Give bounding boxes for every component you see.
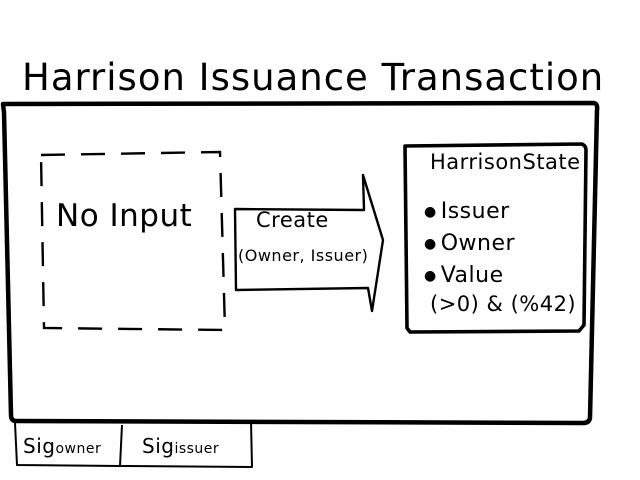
signature-party: owner	[55, 441, 102, 457]
state-field-label: Owner	[440, 231, 516, 256]
output-state-fields: ●Issuer ●Owner ●Value	[424, 196, 515, 292]
command-args: (Owner, Issuer)	[238, 246, 369, 265]
sig-issuer-tab	[119, 420, 253, 468]
no-input-label: No Input	[56, 198, 193, 234]
bullet-icon: ●	[424, 236, 437, 252]
signature-issuer: Sigissuer	[142, 434, 219, 458]
signature-party: issuer	[174, 441, 220, 457]
bullet-icon: ●	[424, 268, 437, 284]
input-placeholder-box	[39, 150, 227, 332]
signature-prefix: Sig	[142, 434, 175, 458]
bullet-icon: ●	[424, 204, 437, 220]
signature-prefix: Sig	[23, 434, 56, 458]
output-state-box	[403, 142, 588, 334]
state-field-label: Value	[440, 263, 504, 288]
command-arrow	[233, 173, 385, 313]
state-field-label: Issuer	[440, 199, 510, 224]
output-state-name: HarrisonState	[430, 150, 581, 174]
state-field: ●Issuer	[424, 196, 515, 228]
diagram-title: Harrison Issuance Transaction	[22, 56, 605, 99]
state-field: ●Owner	[424, 228, 515, 260]
state-field: ●Value	[424, 260, 515, 292]
signature-owner: Sigowner	[23, 434, 101, 458]
transaction-frame	[0, 100, 600, 426]
sig-owner-tab	[14, 422, 123, 467]
command-name: Create	[256, 208, 329, 232]
value-constraint: (>0) & (%42)	[430, 292, 577, 316]
